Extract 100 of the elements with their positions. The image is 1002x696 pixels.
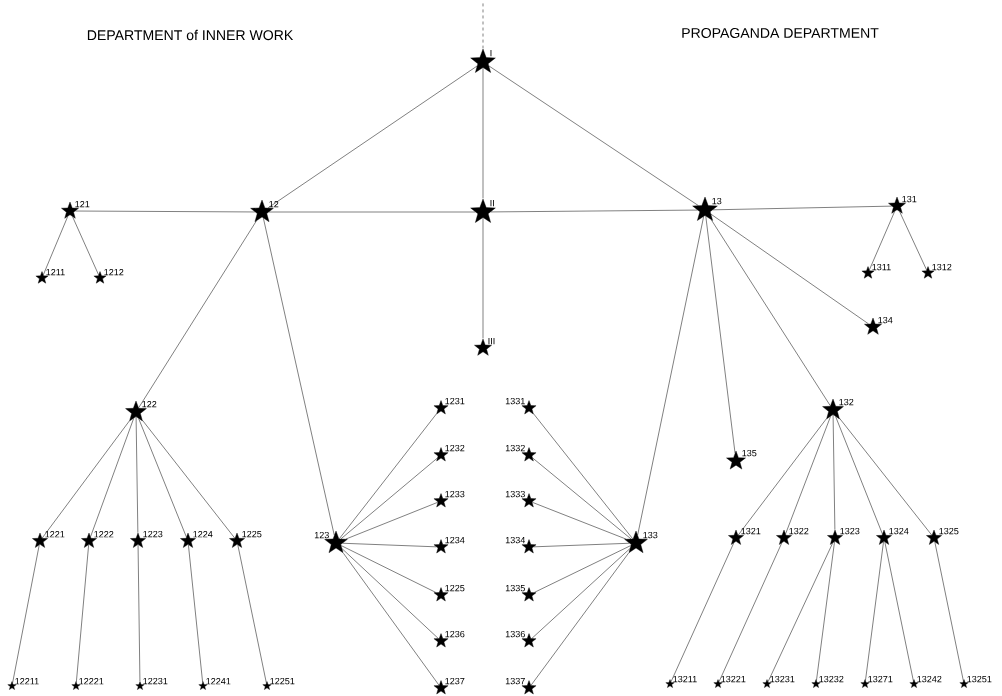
node-label: 12211 [15, 677, 39, 685]
node-label: 1232 [445, 444, 465, 452]
star-node: 1225 [229, 530, 262, 548]
connector-line [711, 219, 831, 406]
star-node: 12 [250, 199, 279, 222]
connector-line [488, 65, 699, 206]
star-node: 12251 [262, 677, 295, 690]
star-node: 1234 [433, 536, 465, 554]
node-label: 1237 [445, 677, 465, 685]
connector-line [482, 3, 484, 49]
star-node: 131 [888, 195, 917, 214]
node-label: 1335 [505, 584, 525, 592]
connector-line [339, 413, 437, 539]
connector-line [934, 541, 964, 682]
connector-line [767, 542, 833, 683]
star-node: II [470, 198, 496, 223]
connector-line [534, 545, 631, 593]
node-label: 1225 [445, 584, 465, 592]
connector-line [135, 416, 139, 533]
star-node: 135 [726, 449, 757, 470]
node-label: 1325 [939, 527, 959, 535]
connector-line [531, 548, 631, 639]
connector-line [43, 216, 68, 275]
node-label: 1212 [104, 268, 124, 276]
star-node: 1336 [505, 630, 537, 648]
connector-line [90, 418, 134, 537]
star-node: 13271 [860, 675, 893, 688]
department-heading: PROPAGANDA DEPARTMENT [682, 28, 879, 38]
star-node: 123 [314, 530, 348, 553]
node-label: 1222 [94, 530, 114, 538]
node-label: 13232 [819, 675, 844, 683]
node-label: 1322 [789, 527, 809, 535]
connector-line [343, 552, 440, 686]
node-label: 1336 [505, 630, 525, 638]
connector-line [482, 67, 484, 199]
star-node: 13242 [909, 675, 942, 688]
star-node: 122 [125, 400, 157, 422]
connector-line [138, 418, 187, 538]
star-node: 13211 [665, 675, 697, 688]
star-node: 1224 [180, 531, 213, 548]
star-node: 121 [61, 201, 90, 219]
star-node: 1212 [93, 269, 124, 284]
star-node: 12241 [198, 678, 231, 690]
star-node: 12231 [135, 677, 168, 690]
connector-line [532, 457, 632, 540]
connector-line [532, 502, 627, 540]
star-node: 1237 [433, 677, 465, 695]
connector-line [341, 545, 437, 593]
node-label: 13242 [917, 675, 942, 683]
star-node: 1334 [505, 536, 537, 554]
connector-line [712, 205, 893, 211]
node-label: 1337 [505, 677, 525, 685]
connector-line [865, 541, 884, 681]
star-node: 13231 [762, 675, 795, 688]
node-label: 1321 [741, 527, 761, 535]
star-node: 1233 [433, 490, 465, 508]
connector-line [533, 413, 633, 540]
node-label: 1223 [143, 530, 163, 538]
connector-line [75, 210, 256, 213]
connector-line [899, 211, 927, 271]
node-label: 13271 [868, 675, 893, 683]
node-label: 13221 [721, 675, 746, 683]
node-label: 1225 [242, 530, 262, 538]
connector-line [76, 544, 89, 683]
star-node: 13232 [811, 675, 844, 688]
node-label: 1334 [505, 536, 526, 544]
node-label: 1332 [505, 444, 525, 452]
connector-line [710, 214, 869, 325]
star-node: 1321 [728, 527, 761, 545]
connector-line [718, 542, 782, 682]
connector-line [142, 420, 235, 539]
star-node: 1324 [876, 527, 909, 545]
node-label: 13211 [673, 675, 697, 683]
star-node: 1311 [861, 263, 891, 279]
star-node: 1332 [505, 444, 537, 462]
connector-line [490, 209, 698, 213]
star-node: 1333 [505, 490, 537, 508]
star-node: 13221 [713, 675, 746, 688]
connector-line [670, 542, 734, 682]
node-label: 1224 [193, 530, 213, 538]
connector-line [637, 216, 704, 536]
star-node: 1236 [433, 630, 465, 648]
connector-line [530, 552, 629, 686]
connector-line [340, 457, 438, 540]
star-node: 1222 [81, 531, 114, 548]
connector-line [345, 502, 438, 540]
node-label: 1234 [445, 536, 465, 544]
star-node: 1335 [505, 584, 537, 602]
star-node: III [474, 338, 495, 356]
connector-line [482, 217, 484, 339]
star-node: 12221 [71, 678, 104, 690]
connector-line [832, 414, 836, 530]
star-node: 1323 [827, 527, 860, 545]
connector-line [263, 217, 335, 536]
star-node: 1325 [926, 527, 959, 545]
star-node: 1232 [433, 444, 465, 462]
connector-line [816, 541, 835, 681]
star-node: 1221 [32, 531, 65, 548]
connector-line [138, 220, 257, 408]
star-node: 1322 [776, 527, 809, 545]
